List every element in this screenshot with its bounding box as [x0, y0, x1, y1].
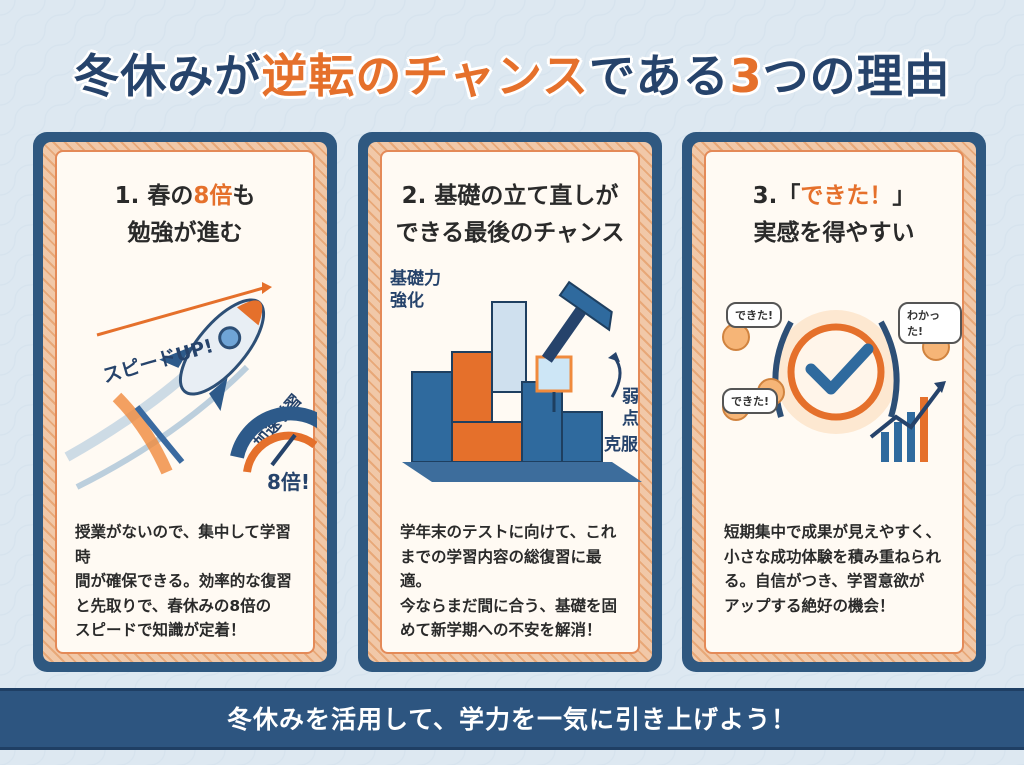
- blocks-illustration: 基礎力 強化 弱 点 克服: [389, 268, 642, 482]
- weakness-label-2: 点: [622, 408, 639, 429]
- card-1-title: 1. 春の8倍も 勉強が進む: [114, 183, 256, 246]
- speech-bubble-3: できた!: [722, 388, 779, 414]
- success-illustration: [722, 310, 950, 462]
- reason-card-1: 1. 春の8倍も 勉強が進む スピードUP! 加速学習 8倍!: [33, 132, 337, 672]
- card-2-body: 学年末のテストに向けて、これまでの学習内容の総復習に最適。 今ならまだ間に合う、…: [400, 523, 618, 639]
- gauge-label: 8倍!: [267, 470, 310, 494]
- rocket-illustration: スピードUP! 加速学習 8倍!: [64, 282, 317, 494]
- speech-bubble-1: できた!: [726, 302, 783, 328]
- page-title: 冬休みが逆転のチャンスである3つの理由: [73, 49, 951, 103]
- strengthen-label: 強化: [390, 290, 424, 311]
- weakness-label-3: 克服: [604, 434, 639, 455]
- speech-bubble-2: わかった!: [898, 302, 962, 344]
- footer-banner: [0, 688, 1024, 750]
- weakness-label-1: 弱: [622, 387, 639, 407]
- footer-text: 冬休みを活用して、学力を一気に引き上げよう！: [226, 705, 797, 734]
- reason-card-2: 2. 基礎の立て直しが できる最後のチャンス 基礎力 強化 弱 点 克服: [358, 132, 662, 672]
- card-3-body: 短期集中で成果が見えやすく、小さな成功体験を積み重ねられ る。自信がつき、学習意…: [724, 523, 942, 615]
- foundation-label: 基礎力: [389, 268, 441, 289]
- card-2-title: 2. 基礎の立て直しが できる最後のチャンス: [395, 183, 625, 246]
- card-1-body: 授業がないので、集中して学習時間が確保できる。効率的な復習 と先取りで、春休みの…: [75, 523, 292, 639]
- reason-card-3: 3.「できた！」 実感を得やすい できた! わかった! できた! 短期集中で成果…: [682, 132, 986, 672]
- card-3-title: 3.「できた！」 実感を得やすい: [752, 183, 916, 246]
